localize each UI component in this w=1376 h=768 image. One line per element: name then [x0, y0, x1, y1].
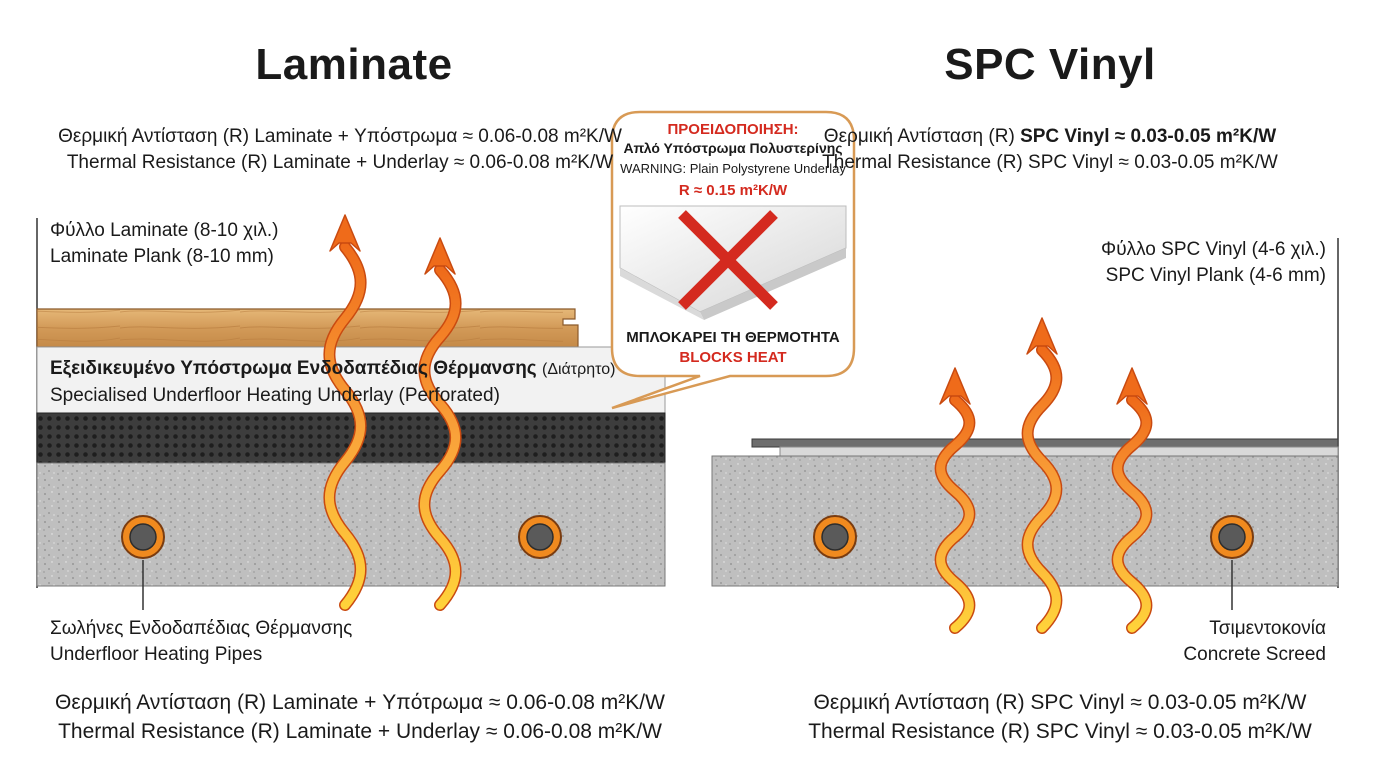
- laminate-plank-label: Φύλλο Laminate (8-10 χιλ.) Laminate Plan…: [50, 218, 278, 270]
- spc-top-resistance: Θερμική Αντίσταση (R) SPC Vinyl ≈ 0.03-0…: [760, 124, 1340, 176]
- warning-callout-text: ΠΡΟΕΙΔΟΠΟΙΗΣΗ: Απλό Υπόστρωμα Πολυστερίν…: [612, 120, 854, 203]
- spc-bottom-resistance: Θερμική Αντίσταση (R) SPC Vinyl ≈ 0.03-0…: [750, 688, 1370, 746]
- warning-blocks-text: ΜΠΛΟΚΑΡΕΙ ΤΗ ΘΕΡΜΟΤΗΤΑ BLOCKS HEAT: [612, 328, 854, 368]
- spc-bottom-resistance-en: Thermal Resistance (R) SPC Vinyl ≈ 0.03-…: [808, 720, 1312, 743]
- laminate-bottom-resistance-gr: Θερμική Αντίσταση (R) Laminate + Υπότρωμ…: [55, 691, 665, 714]
- heat-arrows: [323, 214, 1153, 634]
- warning-subtitle-gr: Απλό Υπόστρωμα Πολυστερίνης: [623, 140, 843, 156]
- laminate-top-resistance-gr: Θερμική Αντίσταση (R) Laminate + Υπόστρω…: [58, 126, 622, 147]
- spc-section: [711, 238, 1339, 610]
- laminate-plank-label-gr: Φύλλο Laminate (8-10 χιλ.): [50, 220, 279, 241]
- warning-heading: ΠΡΟΕΙΔΟΠΟΙΗΣΗ:: [667, 121, 799, 138]
- underlay-label-gr: Εξειδικευμένο Υπόστρωμα Ενδοδαπέδιας Θέρ…: [50, 356, 615, 383]
- spc-plank-label-gr: Φύλλο SPC Vinyl (4-6 χιλ.): [1101, 239, 1326, 260]
- laminate-section: [36, 218, 666, 610]
- wavy-heat-arrow-icon: [418, 237, 462, 611]
- pipe-cross-section-icon: [518, 515, 562, 559]
- laminate-bottom-resistance: Θερμική Αντίσταση (R) Laminate + Υπότρωμ…: [20, 688, 700, 746]
- wavy-heat-arrow-icon: [1021, 317, 1063, 634]
- spc-top-resistance-gr-prefix: Θερμική Αντίσταση (R): [823, 126, 1015, 147]
- warning-callout: [610, 110, 856, 410]
- screed-label-en: Concrete Screed: [1183, 644, 1326, 665]
- underlay-label-gr-note: (Διάτρητο): [541, 361, 616, 378]
- laminate-title: Laminate: [255, 40, 453, 89]
- pipes-label-gr: Σωλήνες Ενδοδαπέδιας Θέρμανσης: [50, 618, 353, 639]
- spc-plank-label: Φύλλο SPC Vinyl (4-6 χιλ.) SPC Vinyl Pla…: [1020, 237, 1326, 289]
- warning-r-value: R ≈ 0.15 m²K/W: [678, 182, 788, 199]
- wavy-heat-arrow-icon: [323, 214, 367, 611]
- spc-top-resistance-gr-value: SPC Vinyl ≈ 0.03-0.05 m²K/W: [1020, 126, 1277, 147]
- warning-subtitle-en: WARNING: Plain Polystyrene Underlay: [620, 161, 846, 176]
- laminate-top-resistance-en: Thermal Resistance (R) Laminate + Underl…: [66, 152, 614, 173]
- spc-vinyl-plank: [751, 438, 1339, 448]
- laminate-top-resistance: Θερμική Αντίσταση (R) Laminate + Υπόστρω…: [20, 124, 660, 176]
- screed-label: Τσιμεντοκονία Concrete Screed: [1080, 616, 1326, 668]
- pipe-cross-section-icon: [121, 515, 165, 559]
- laminate-bottom-resistance-en: Thermal Resistance (R) Laminate + Underl…: [58, 720, 662, 743]
- pipe-cross-section-icon: [1210, 515, 1254, 559]
- spc-title: SPC Vinyl: [944, 40, 1156, 89]
- underlay-label-gr-main: Εξειδικευμένο Υπόστρωμα Ενδοδαπέδιας Θέρ…: [50, 358, 537, 379]
- spc-top-resistance-gr: Θερμική Αντίσταση (R) SPC Vinyl ≈ 0.03-0…: [760, 124, 1340, 150]
- pipes-label: Σωλήνες Ενδοδαπέδιας Θέρμανσης Underfloo…: [50, 616, 352, 668]
- red-x-icon: [678, 210, 778, 310]
- wavy-heat-arrow-icon: [1111, 367, 1153, 634]
- wavy-heat-arrow-icon: [934, 367, 976, 634]
- screed-label-gr: Τσιμεντοκονία: [1209, 618, 1326, 639]
- underlay-label: Εξειδικευμένο Υπόστρωμα Ενδοδαπέδιας Θέρ…: [50, 356, 615, 409]
- spc-backing-layer: [779, 446, 1339, 457]
- pipes-label-en: Underfloor Heating Pipes: [50, 644, 263, 665]
- spc-top-resistance-en: Thermal Resistance (R) SPC Vinyl ≈ 0.03-…: [822, 152, 1278, 173]
- warning-blocks-gr: ΜΠΛΟΚΑΡΕΙ ΤΗ ΘΕΡΜΟΤΗΤΑ: [626, 329, 840, 346]
- pipe-cross-section-icon: [813, 515, 857, 559]
- laminate-plank-label-en: Laminate Plank (8-10 mm): [50, 246, 274, 267]
- spc-bottom-resistance-gr: Θερμική Αντίσταση (R) SPC Vinyl ≈ 0.03-0…: [813, 691, 1307, 714]
- laminate-plank: [36, 308, 579, 348]
- spc-plank-label-en: SPC Vinyl Plank (4-6 mm): [1105, 265, 1326, 286]
- underlay-label-en: Specialised Underfloor Heating Underlay …: [50, 385, 500, 406]
- warning-blocks-en: BLOCKS HEAT: [679, 349, 787, 366]
